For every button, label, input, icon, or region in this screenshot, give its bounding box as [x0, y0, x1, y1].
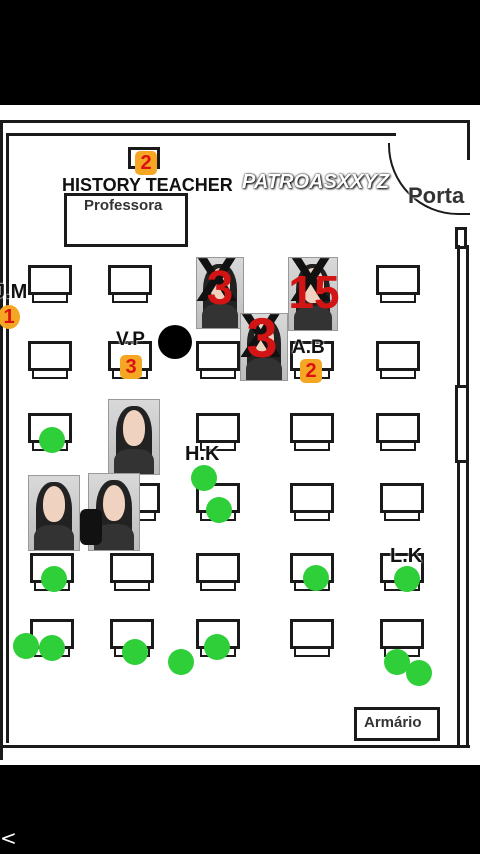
- teacher-desk: [64, 193, 188, 247]
- green-dot: [168, 649, 194, 675]
- student-label-lk: L.K: [390, 545, 423, 567]
- desk: [110, 553, 154, 593]
- student-photo: [240, 313, 288, 381]
- teacher-label: HISTORY TEACHER: [62, 175, 233, 195]
- green-dot: [122, 639, 148, 665]
- green-dot: [384, 649, 410, 675]
- green-dot: [406, 660, 432, 686]
- student-photo: [108, 399, 160, 475]
- wall-right: [457, 245, 460, 745]
- desk: [196, 341, 240, 381]
- desk: [380, 619, 424, 659]
- wall-right-top: [467, 120, 470, 160]
- green-dot: [13, 633, 39, 659]
- green-dot: [206, 497, 232, 523]
- desk: [290, 483, 334, 523]
- student-badge-jm: 1: [0, 305, 20, 329]
- desk: [376, 265, 420, 305]
- cross-mark: X: [290, 246, 332, 315]
- wall-left: [6, 133, 9, 743]
- door-label: Porta: [408, 183, 465, 208]
- cabinet-label: Armário: [364, 714, 422, 731]
- classroom-floor-plan: Porta Professora 2 HISTORY TEACHER PATRO…: [0, 105, 480, 765]
- cross-mark: X: [240, 302, 282, 371]
- watermark: PATROASXXYZ: [242, 171, 390, 193]
- desk: [290, 413, 334, 453]
- desk: [380, 483, 424, 523]
- student-label-vp: V.P: [116, 329, 145, 350]
- desk: [196, 553, 240, 593]
- desk: [376, 341, 420, 381]
- black-marker: [158, 325, 192, 359]
- window: [455, 385, 469, 463]
- student-label-jm: J.M: [0, 281, 28, 303]
- wall-left-outer: [0, 120, 3, 760]
- green-dot: [303, 565, 329, 591]
- crossed-number: 15: [288, 266, 340, 318]
- crossed-number: 3: [206, 262, 234, 315]
- green-dot: [204, 634, 230, 660]
- student-photo: [196, 257, 244, 329]
- wall-top-inner: [6, 133, 396, 136]
- desk: [290, 619, 334, 659]
- crossed-number: 3: [246, 306, 278, 369]
- student-label-ab: A.B: [292, 337, 325, 358]
- green-dot: [39, 427, 65, 453]
- student-badge-ab: 2: [300, 359, 322, 383]
- desk: [196, 413, 240, 453]
- teacher-desk-label: Professora: [84, 197, 163, 214]
- teacher-badge: 2: [135, 151, 157, 175]
- desk: [108, 265, 152, 305]
- phone-marker: [80, 509, 102, 545]
- student-badge-vp: 3: [120, 355, 142, 379]
- cabinet: [354, 707, 440, 741]
- back-button[interactable]: <: [0, 826, 17, 850]
- door-post: [455, 227, 467, 249]
- wall-right-outer: [466, 245, 469, 745]
- green-dot: [39, 635, 65, 661]
- desk: [28, 341, 72, 381]
- desk: [28, 265, 72, 305]
- student-photo: [288, 257, 338, 331]
- wall-bottom: [0, 745, 470, 748]
- desk: [376, 413, 420, 453]
- green-dot: [191, 465, 217, 491]
- student-photo: [28, 475, 80, 551]
- student-label-hk: H.K: [185, 443, 220, 465]
- green-dot: [41, 566, 67, 592]
- green-dot: [394, 566, 420, 592]
- cross-mark: X: [196, 246, 238, 315]
- wall-top: [0, 120, 470, 123]
